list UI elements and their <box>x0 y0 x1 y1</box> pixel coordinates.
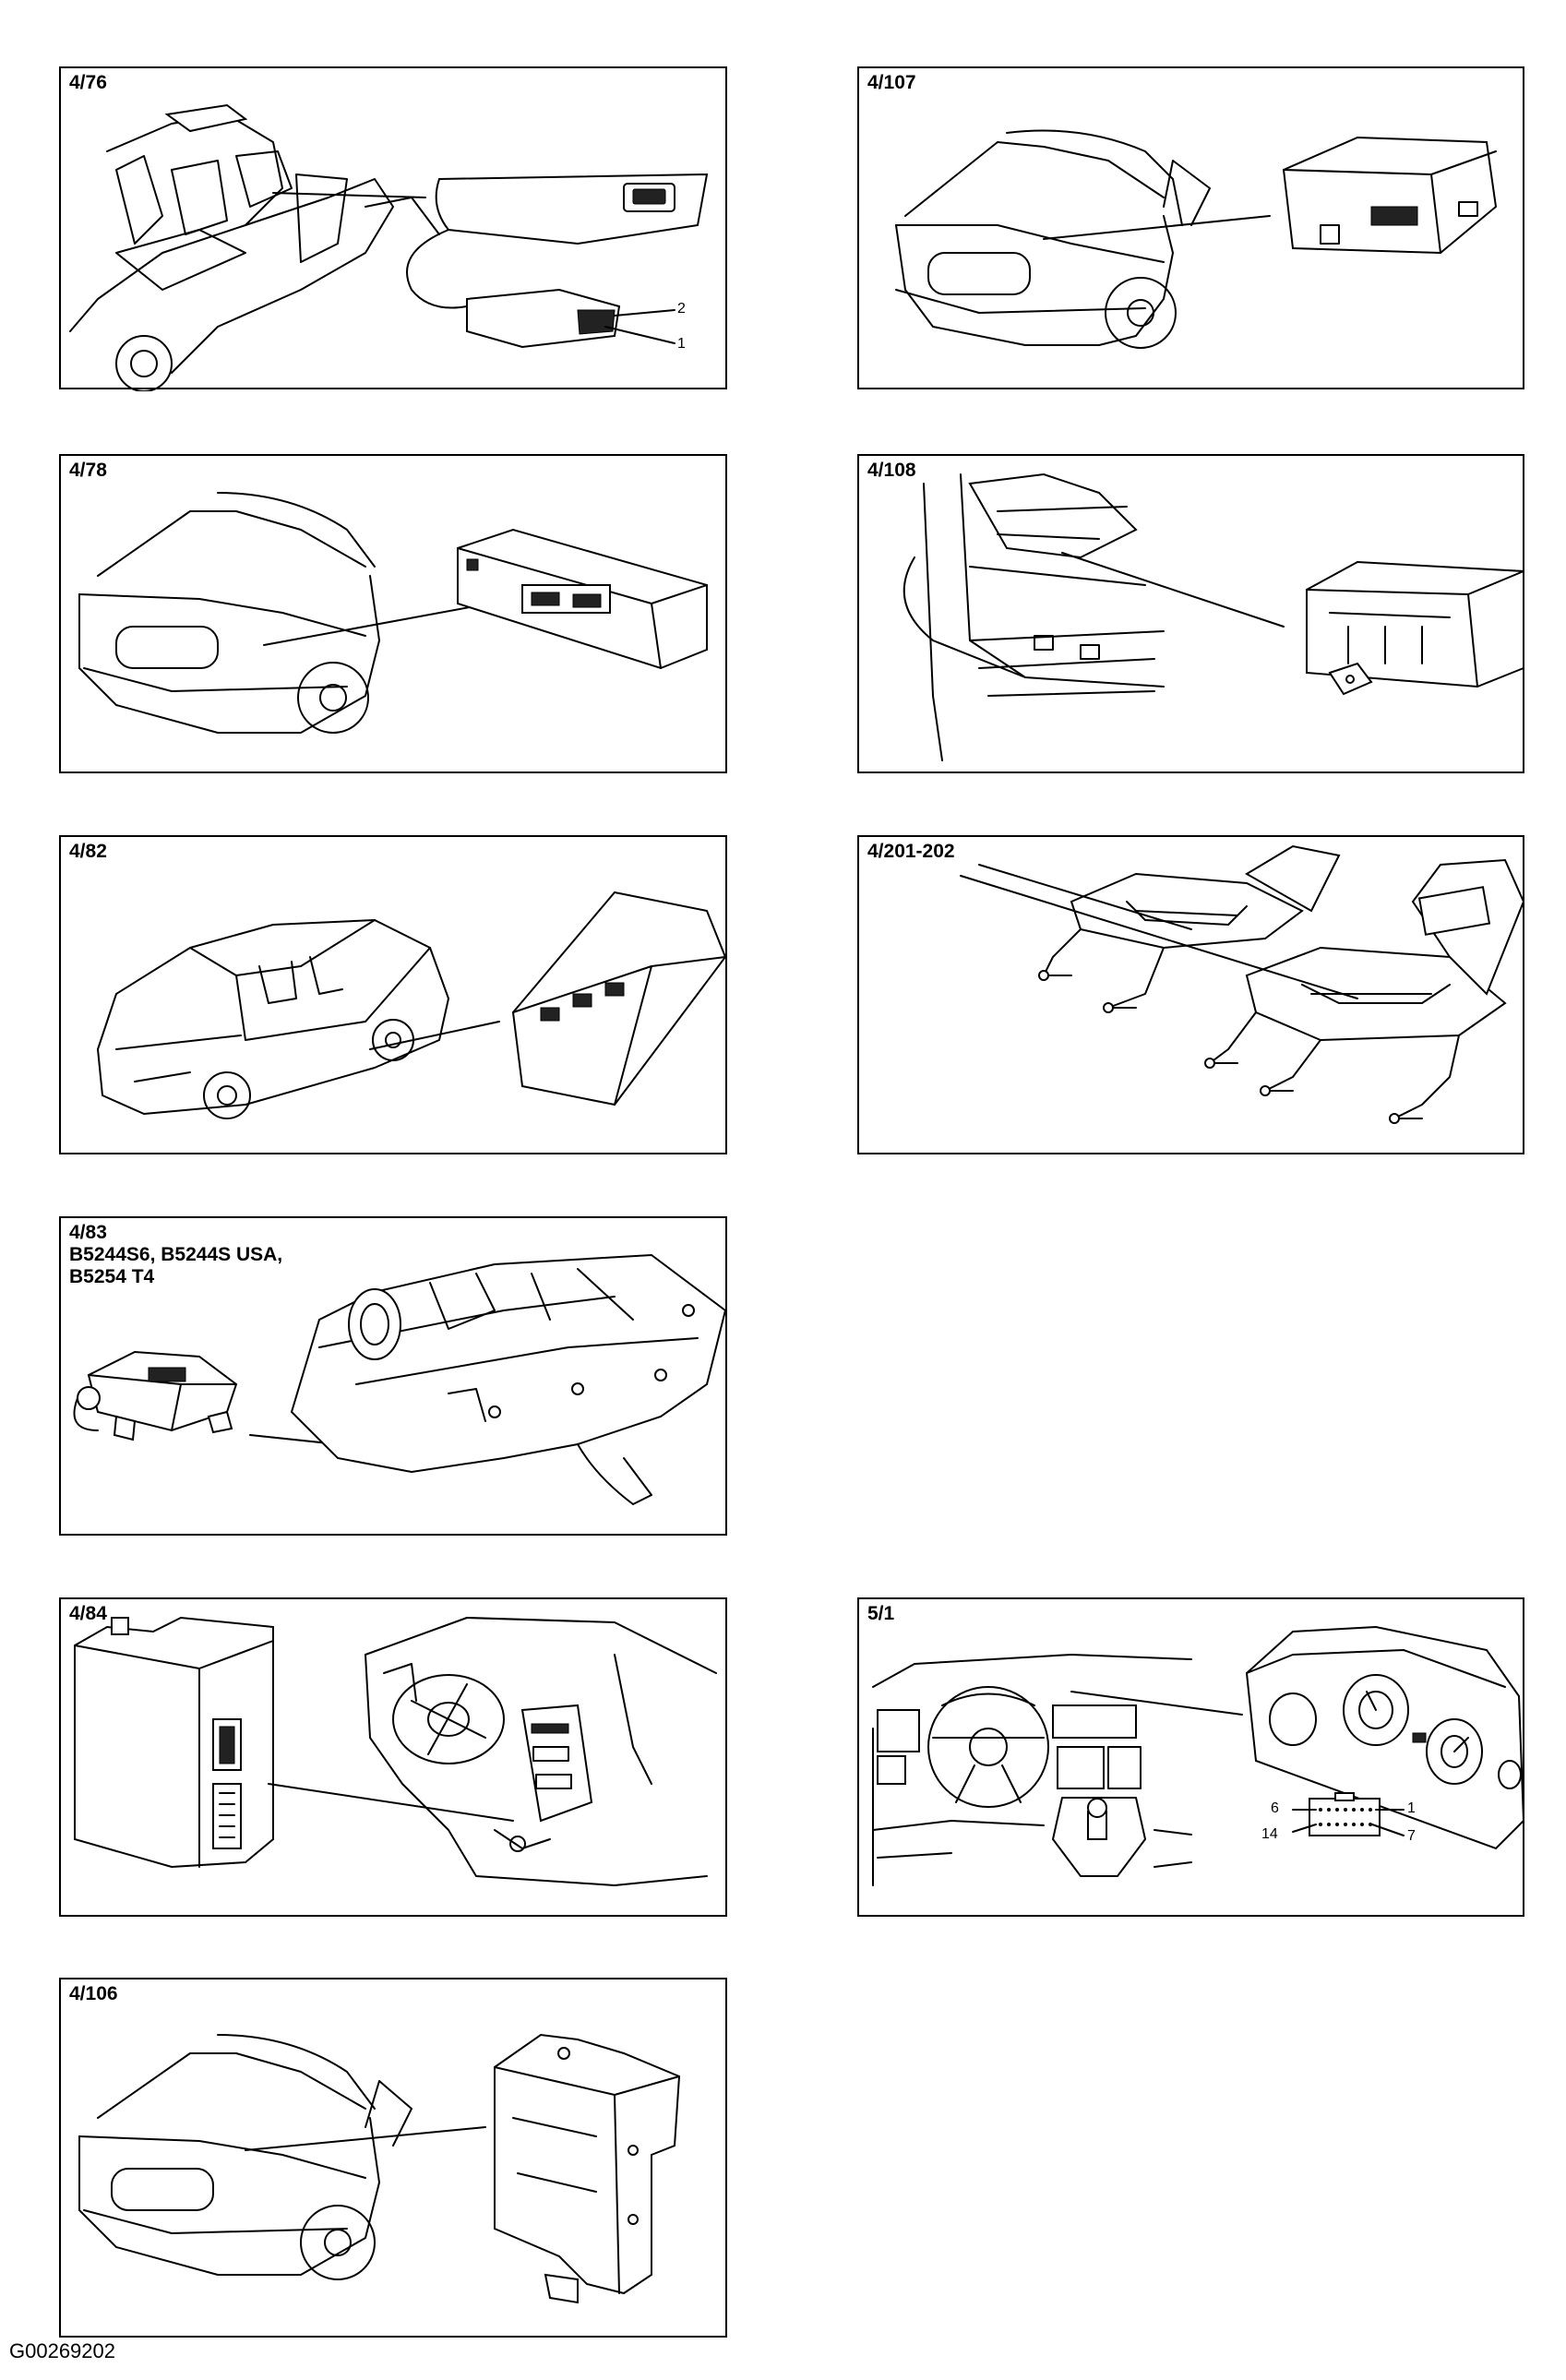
panel-4-201-202: 4/201-202 <box>857 835 1525 1154</box>
panel-label: 4/106 <box>69 1983 118 2004</box>
panel-label: 4/107 <box>867 72 916 93</box>
callout-1: 1 <box>677 336 686 352</box>
panel-label: 4/201-202 <box>867 841 955 862</box>
panel-5-1: 5/1 6 1 14 7 <box>857 1597 1525 1917</box>
panel-label: 5/1 <box>867 1603 895 1624</box>
panel-4-83: 4/83 B5244S6, B5244S USA, B5254 T4 <box>59 1216 727 1536</box>
illustration-4-106 <box>78 2033 681 2304</box>
panel-4-108: 4/108 <box>857 454 1524 773</box>
panel-label: 4/78 <box>69 460 107 481</box>
panel-label: 4/84 <box>69 1603 107 1624</box>
panel-label: 4/108 <box>867 460 916 481</box>
panel-4-82: 4/82 <box>59 835 727 1154</box>
illustration-4-201-202 <box>960 844 1525 1124</box>
illustration-4-108 <box>903 472 1524 761</box>
illustration-4-107 <box>895 129 1498 349</box>
panel-label: 4/82 <box>69 841 107 862</box>
illustration-4-83 <box>73 1253 727 1505</box>
illustration-5-1 <box>872 1625 1525 1886</box>
panel-4-107: 4/107 <box>857 66 1524 389</box>
callout-7: 7 <box>1407 1828 1416 1844</box>
callout-14: 14 <box>1261 1826 1278 1842</box>
callout-6: 6 <box>1271 1800 1279 1816</box>
callout-1: 1 <box>1407 1800 1416 1816</box>
panel-4-76: 4/76 2 1 <box>59 66 727 391</box>
callout-2: 2 <box>677 301 686 317</box>
panel-label: 4/83 B5244S6, B5244S USA, B5254 T4 <box>69 1222 283 1287</box>
illustration-4-82 <box>97 891 727 1119</box>
illustration-4-84 <box>74 1616 717 1886</box>
panel-label: 4/76 <box>69 72 107 93</box>
illustration-4-78 <box>78 492 708 734</box>
illustration-4-76 <box>69 103 709 391</box>
panel-4-78: 4/78 <box>59 454 727 773</box>
panel-4-106: 4/106 <box>59 1978 727 2338</box>
figure-code: G00269202 <box>9 2339 115 2362</box>
panel-4-84: 4/84 <box>59 1597 727 1917</box>
